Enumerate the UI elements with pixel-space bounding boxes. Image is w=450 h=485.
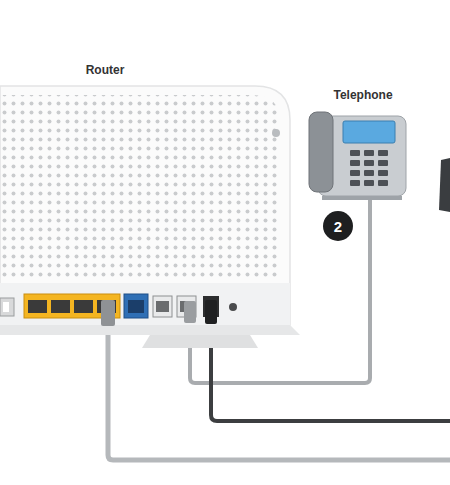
router bbox=[0, 86, 300, 348]
key bbox=[364, 170, 374, 176]
partial-device bbox=[439, 158, 450, 212]
key bbox=[378, 180, 388, 186]
callout-circle: 2 bbox=[323, 211, 353, 241]
key bbox=[350, 150, 360, 156]
key bbox=[364, 180, 374, 186]
key bbox=[378, 150, 388, 156]
part-label: Telephone bbox=[333, 88, 392, 102]
callout-number: 2 bbox=[334, 218, 342, 235]
key bbox=[378, 170, 388, 176]
telephone bbox=[309, 112, 406, 200]
key bbox=[364, 160, 374, 166]
key bbox=[364, 150, 374, 156]
part-label: Router bbox=[86, 63, 125, 77]
key bbox=[378, 160, 388, 166]
key bbox=[350, 180, 360, 186]
key bbox=[350, 160, 360, 166]
key bbox=[350, 170, 360, 176]
